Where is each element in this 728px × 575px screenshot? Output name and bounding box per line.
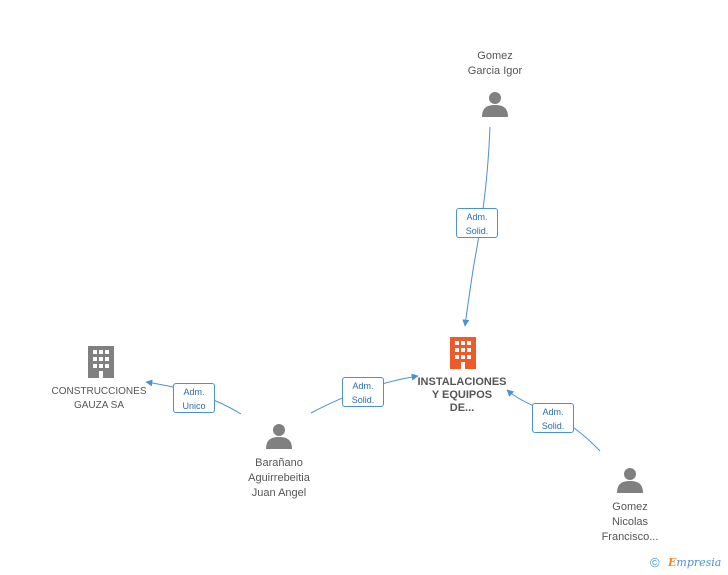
copyright-footer: © Empresia <box>650 555 728 573</box>
node-label-baranano[interactable]: Barañano Aguirrebeitia Juan Angel <box>248 457 310 499</box>
node-label-gomez-nicolas[interactable]: Gomez Nicolas Francisco... <box>601 501 659 543</box>
empresia-logo[interactable]: Empresia <box>668 556 722 569</box>
edge-line-gomez-garcia-to-instalaciones <box>462 126 491 327</box>
building-icon[interactable] <box>88 346 114 378</box>
copyright-icon: © <box>650 555 660 570</box>
building-icon[interactable] <box>450 337 476 369</box>
edge-label-gomez-garcia-to-instalaciones[interactable]: Adm. Solid. <box>456 208 498 238</box>
edge-label-baranano-to-instalaciones[interactable]: Adm. Solid. <box>342 377 384 407</box>
edge-label-baranano-to-construcciones[interactable]: Adm. Unico <box>173 383 215 413</box>
node-label-instalaciones[interactable]: INSTALACIONES Y EQUIPOS DE... <box>417 376 507 414</box>
person-icon[interactable] <box>482 92 508 117</box>
node-label-gomez-garcia[interactable]: Gomez Garcia Igor <box>467 50 523 77</box>
edge-label-gomez-nicolas-to-instalaciones[interactable]: Adm. Solid. <box>532 403 574 433</box>
person-icon[interactable] <box>266 424 292 449</box>
person-icon[interactable] <box>617 468 643 493</box>
node-label-construcciones[interactable]: CONSTRUCCIONES GAUZA SA <box>51 386 147 411</box>
